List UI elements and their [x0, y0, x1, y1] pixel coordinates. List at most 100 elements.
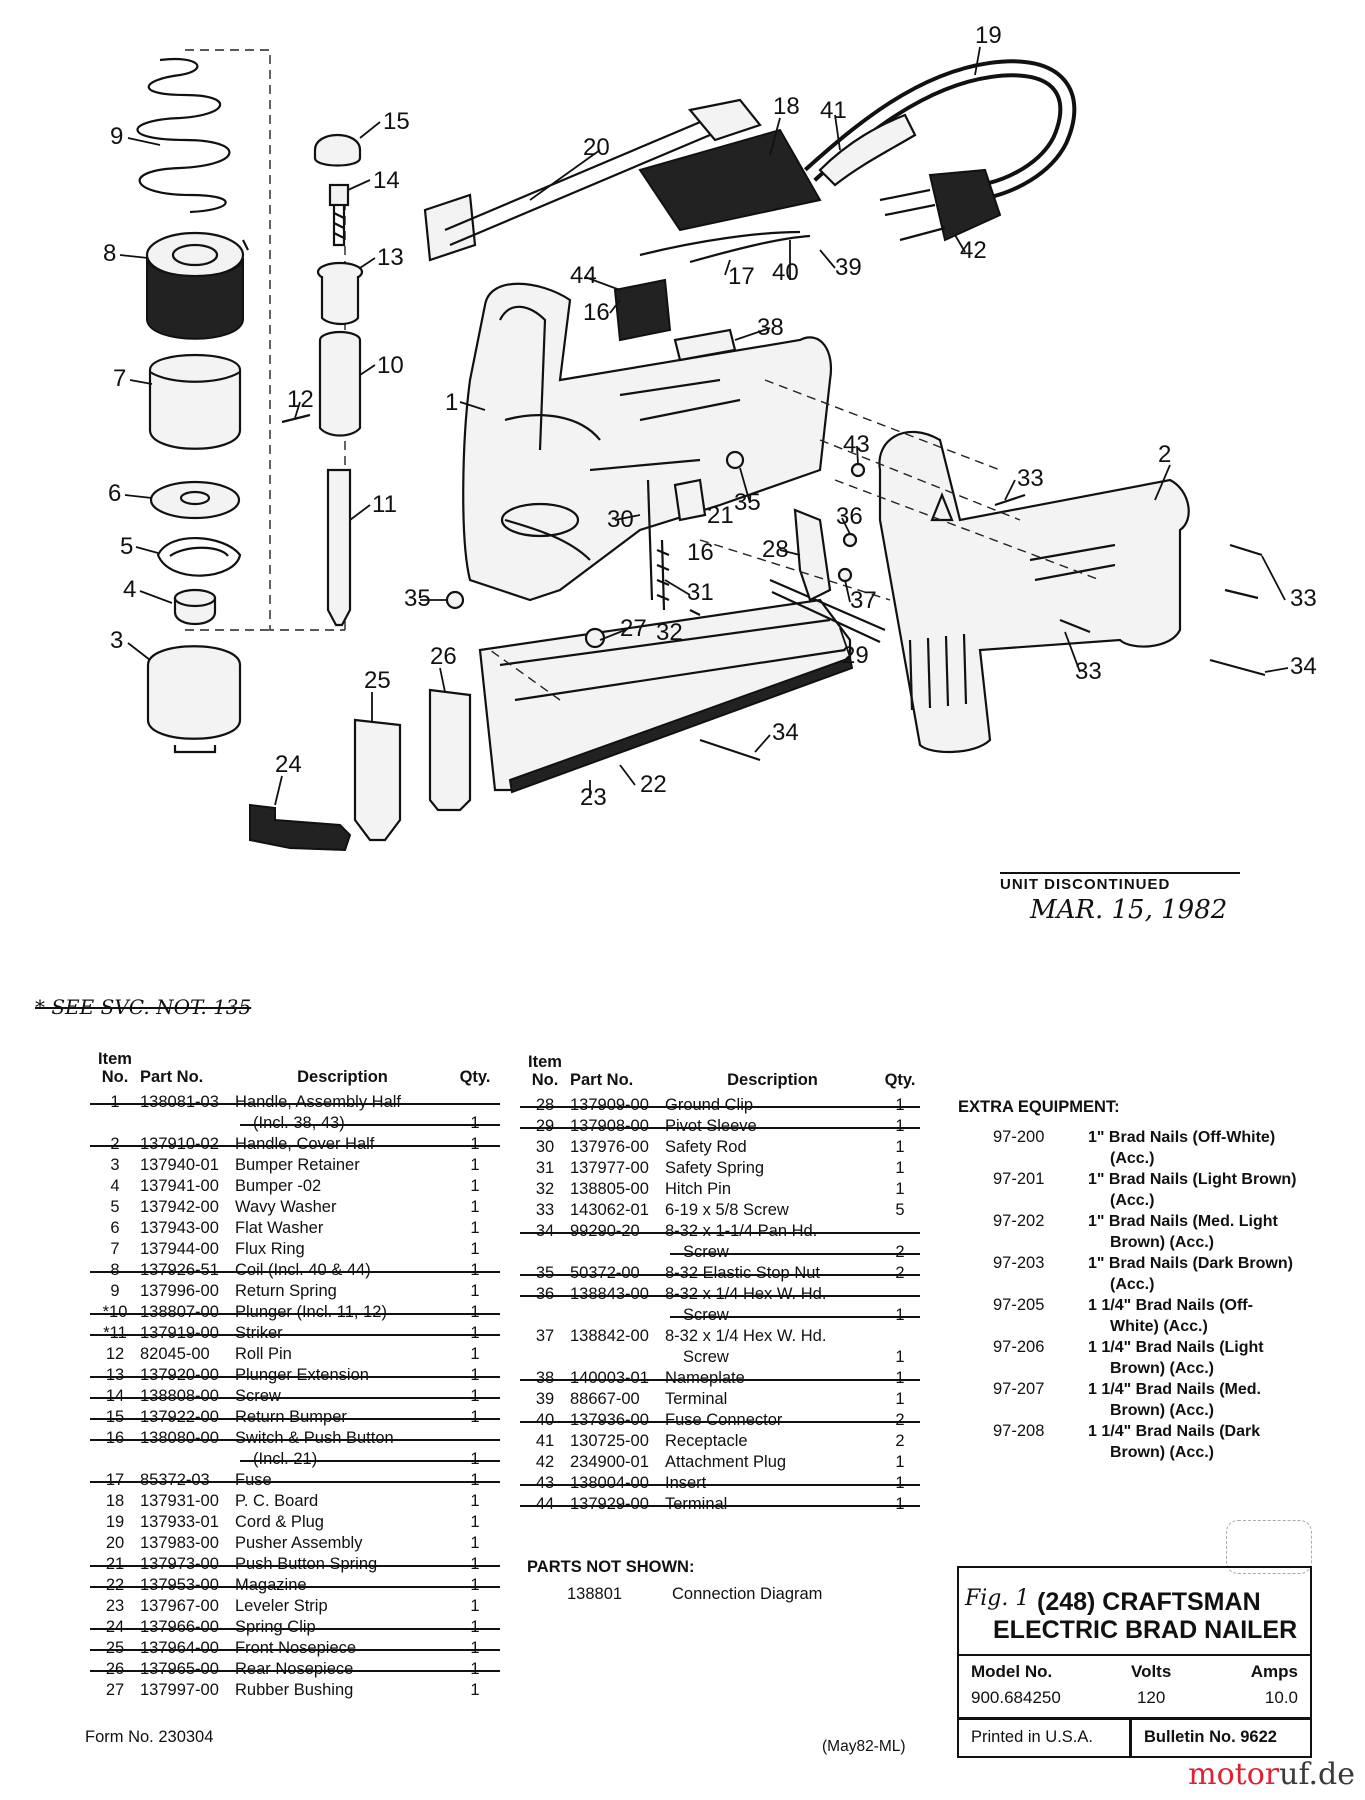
description-line-2: (Incl. 38, 43)	[253, 1114, 345, 1132]
extra-equipment-title: EXTRA EQUIPMENT:	[958, 1098, 1120, 1116]
part-description: Screw	[235, 1386, 450, 1407]
printed-in: Printed in U.S.A.	[971, 1728, 1093, 1746]
qty: 1	[895, 1495, 905, 1513]
qty: 1	[470, 1471, 480, 1489]
qty: 1	[470, 1156, 480, 1174]
svg-text:32: 32	[656, 619, 683, 646]
part-no: 138808-00	[140, 1387, 219, 1405]
nameplate-38	[673, 328, 737, 362]
part-description: Insert	[665, 1473, 880, 1494]
item-no: 40	[535, 1411, 555, 1429]
item-no: 27	[105, 1681, 125, 1699]
description-line-1: Fuse	[235, 1471, 272, 1489]
svg-text:25: 25	[364, 667, 391, 694]
svg-text:15: 15	[383, 108, 410, 135]
catalog-no: 97-206	[993, 1338, 1045, 1356]
description-line-2: Brown) (Acc.)	[1110, 1444, 1214, 1461]
header-description: Description	[297, 1068, 388, 1086]
part-no: 137926-51	[140, 1261, 219, 1279]
catalog-no: 97-207	[993, 1380, 1045, 1398]
svg-text:34: 34	[772, 719, 799, 746]
push-button-21	[673, 478, 707, 522]
callout-labels: 1 2 3 4 5 6 7 8 9 10 11 12 13 14 15 16 1…	[103, 22, 1317, 811]
svg-text:9: 9	[110, 123, 123, 150]
item-no: 28	[535, 1096, 555, 1114]
part-description: Hitch Pin	[665, 1179, 880, 1200]
pc-board	[638, 128, 822, 232]
svg-text:12: 12	[287, 386, 314, 413]
part-description: Ground Clip	[665, 1095, 880, 1116]
svg-text:26: 26	[430, 643, 457, 670]
coil	[145, 231, 249, 340]
screw-33-d	[1059, 618, 1091, 634]
item-no: 26	[105, 1660, 125, 1678]
description-line-1: Cord & Plug	[235, 1513, 324, 1531]
catalog-no: 97-200	[993, 1128, 1045, 1146]
description-line-1: Hitch Pin	[665, 1180, 732, 1198]
stop-nut-35-b	[725, 450, 745, 470]
part-description: Flux Ring	[235, 1239, 450, 1260]
description-line-1: Safety Spring	[665, 1159, 765, 1177]
svg-text:16: 16	[687, 539, 714, 566]
svg-text:16: 16	[583, 299, 610, 326]
part-description: Nameplate	[665, 1368, 880, 1389]
svg-text:34: 34	[1290, 653, 1317, 680]
qty: 1	[470, 1324, 480, 1342]
item-no: 35	[535, 1264, 555, 1282]
item-no: 5	[110, 1198, 120, 1216]
description-line-1: 1" Brad Nails (Light Brown)	[1088, 1171, 1297, 1188]
screw-37	[837, 567, 853, 583]
description-line-1: Bumper -02	[235, 1177, 322, 1195]
part-no: 137976-00	[570, 1138, 649, 1156]
item-no: 15	[105, 1408, 125, 1426]
description-line-2: (Acc.)	[1110, 1192, 1155, 1209]
model-value: 900.684250	[971, 1688, 1061, 1707]
qty: 1	[470, 1555, 480, 1573]
part-no: 138004-00	[570, 1474, 649, 1492]
item-no: 13	[105, 1366, 125, 1384]
svg-text:4: 4	[123, 576, 136, 603]
part-description: Handle, Cover Half	[235, 1134, 450, 1155]
front-nosepiece	[353, 718, 402, 842]
item-no: 33	[535, 1201, 555, 1219]
description-line-1: Fuse Connector	[665, 1411, 783, 1429]
wavy-washer	[156, 536, 242, 577]
part-description: Wavy Washer	[235, 1197, 450, 1218]
part-no: 50372-00	[570, 1264, 640, 1282]
svg-text:41: 41	[820, 97, 847, 124]
description-line-1: Spring Clip	[235, 1618, 316, 1636]
part-description: Push Button Spring	[235, 1554, 450, 1575]
item-no: 38	[535, 1369, 555, 1387]
ground-clip	[793, 508, 832, 602]
screw-34-a	[1209, 658, 1266, 677]
item-no: 4	[110, 1177, 120, 1195]
qty: 1	[470, 1177, 480, 1195]
amps-spec: Amps 10.0	[1251, 1662, 1298, 1708]
qty: 1	[470, 1534, 480, 1552]
part-description: 8-32 x 1/4 Hex W. Hd.Screw	[665, 1284, 880, 1326]
description-line-1: 1 1/4" Brad Nails (Off-	[1088, 1297, 1253, 1314]
part-description: 8-32 x 1/4 Hex W. Hd.Screw	[665, 1326, 880, 1368]
flux-ring	[148, 353, 242, 450]
parts-table-header: Item No. Part No. Description Qty.	[90, 1050, 500, 1086]
description-line-1: 8-32 Elastic Stop Nut	[665, 1264, 820, 1282]
item-no: 24	[105, 1618, 125, 1636]
